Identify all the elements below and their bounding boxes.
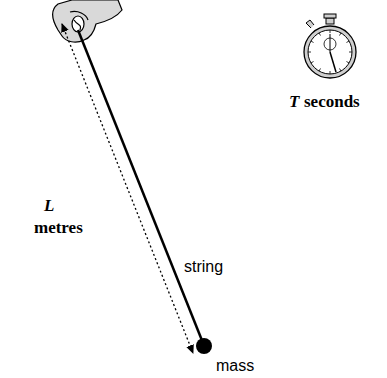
length-unit: metres: [34, 218, 83, 238]
length-symbol: L: [44, 196, 54, 216]
stopwatch: [304, 14, 356, 78]
mass-bob: [196, 338, 212, 354]
hand: [53, 0, 122, 42]
mass-label: mass: [216, 357, 254, 375]
length-dimension: [62, 24, 193, 353]
time-symbol: T: [289, 92, 299, 112]
time-unit: seconds: [304, 92, 360, 112]
string-line: [78, 30, 203, 343]
string-label: string: [184, 258, 223, 276]
